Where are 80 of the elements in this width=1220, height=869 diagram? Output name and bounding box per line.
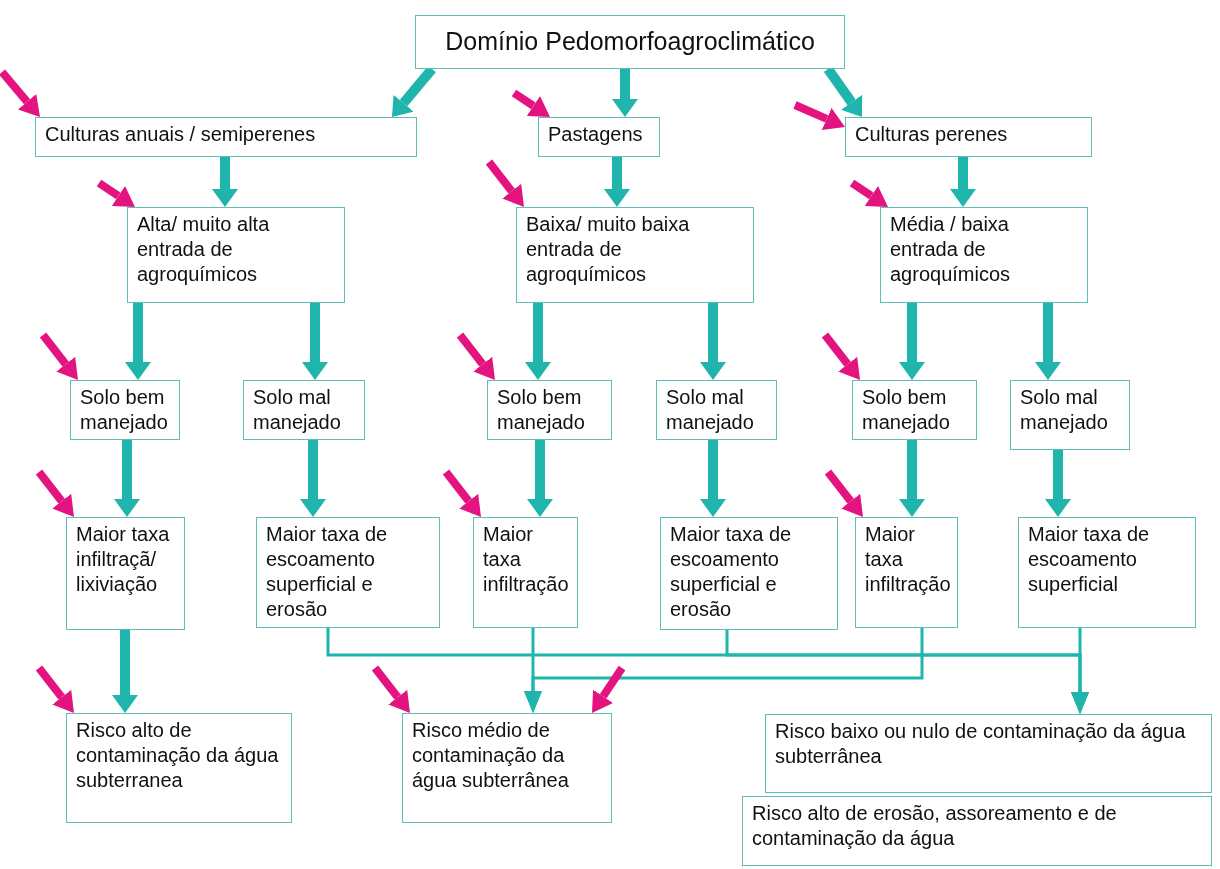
process-box bbox=[516, 207, 754, 303]
process-box bbox=[765, 714, 1212, 793]
process-box bbox=[35, 117, 417, 157]
pointer-arrow bbox=[0, 69, 40, 117]
process-box bbox=[487, 380, 612, 440]
node-text: Solo bem manejado bbox=[497, 385, 586, 435]
node-text: Maior taxa infiltração bbox=[865, 522, 948, 597]
node-text: Maior taxa infiltraçã/ lixiviação bbox=[76, 522, 171, 597]
process-box bbox=[660, 517, 838, 630]
pointer-arrow bbox=[511, 89, 550, 117]
arrow bbox=[525, 303, 551, 380]
process-box bbox=[845, 117, 1092, 157]
node-text: Solo mal manejado bbox=[666, 385, 755, 435]
pointer-arrow bbox=[96, 179, 135, 207]
process-box bbox=[256, 517, 440, 628]
pointer-arrow bbox=[592, 665, 626, 713]
pointer-arrow bbox=[39, 332, 78, 380]
node-text: Solo mal manejado bbox=[253, 385, 342, 435]
node-text: Pastagens bbox=[548, 122, 644, 147]
arrow bbox=[125, 303, 151, 380]
node-text: Solo bem manejado bbox=[862, 385, 951, 435]
node-text: Culturas anuais / semiperenes bbox=[45, 122, 317, 147]
arrow bbox=[524, 628, 924, 713]
node-text: Maior taxa de escoamento superficial e erosão bbox=[670, 522, 793, 622]
pointer-arrow bbox=[456, 332, 495, 380]
arrow bbox=[1071, 628, 1089, 714]
process-box bbox=[243, 380, 365, 440]
node-text: Risco médio de contaminação da água subterrânea bbox=[412, 718, 570, 793]
node-text: Solo mal manejado bbox=[1020, 385, 1109, 435]
process-box bbox=[1010, 380, 1130, 450]
pointer-arrow bbox=[821, 332, 860, 380]
pointer-arrow bbox=[793, 101, 845, 130]
arrow bbox=[1035, 303, 1061, 380]
pointer-arrow bbox=[849, 179, 888, 207]
process-box bbox=[70, 380, 180, 440]
pointer-arrow bbox=[485, 159, 524, 207]
pointer-arrow bbox=[442, 469, 481, 517]
process-box bbox=[656, 380, 777, 440]
arrow bbox=[302, 303, 328, 380]
arrow bbox=[612, 69, 638, 117]
process-box bbox=[1018, 517, 1196, 628]
node-text: Culturas perenes bbox=[855, 122, 1009, 147]
process-box bbox=[415, 15, 845, 69]
node-text: Média / baixa entrada de agroquímicos bbox=[890, 212, 1012, 287]
process-box bbox=[538, 117, 660, 157]
node-text: Maior taxa de escoamento superficial bbox=[1028, 522, 1151, 597]
node-text: Maior taxa de escoamento superficial e erosão bbox=[266, 522, 389, 622]
node-text: Maior taxa infiltração bbox=[483, 522, 568, 597]
arrow bbox=[604, 157, 630, 207]
arrow bbox=[700, 440, 726, 517]
arrow bbox=[700, 303, 726, 380]
process-box bbox=[66, 517, 185, 630]
arrow bbox=[212, 157, 238, 207]
arrow bbox=[527, 440, 553, 517]
node-text: Domínio Pedomorfoagroclimático bbox=[445, 26, 815, 58]
process-box bbox=[742, 796, 1212, 866]
node-text: Risco alto de erosão, assoreamento e de contaminação da água bbox=[752, 801, 1118, 851]
pointer-arrow bbox=[35, 469, 74, 517]
arrow bbox=[300, 440, 326, 517]
process-box bbox=[855, 517, 958, 628]
arrow bbox=[1045, 450, 1071, 517]
pointer-arrow bbox=[35, 665, 74, 713]
arrow bbox=[112, 630, 138, 713]
node-text: Baixa/ muito baixa entrada de agroquímicos bbox=[526, 212, 691, 287]
process-box bbox=[402, 713, 612, 823]
node-text: Alta/ muito alta entrada de agroquímicos bbox=[137, 212, 271, 287]
process-box bbox=[473, 517, 578, 628]
arrow bbox=[950, 157, 976, 207]
arrow bbox=[114, 440, 140, 517]
node-text: Solo bem manejado bbox=[80, 385, 169, 435]
pointer-arrow bbox=[824, 469, 863, 517]
node-text: Risco baixo ou nulo de contaminação da água subterrânea bbox=[775, 719, 1187, 769]
process-box bbox=[66, 713, 292, 823]
arrow bbox=[899, 440, 925, 517]
process-box bbox=[880, 207, 1088, 303]
process-box bbox=[852, 380, 977, 440]
node-text: Risco alto de contaminação da água subterranea bbox=[76, 718, 280, 793]
pointer-arrow bbox=[371, 665, 410, 713]
arrow bbox=[899, 303, 925, 380]
process-box bbox=[127, 207, 345, 303]
